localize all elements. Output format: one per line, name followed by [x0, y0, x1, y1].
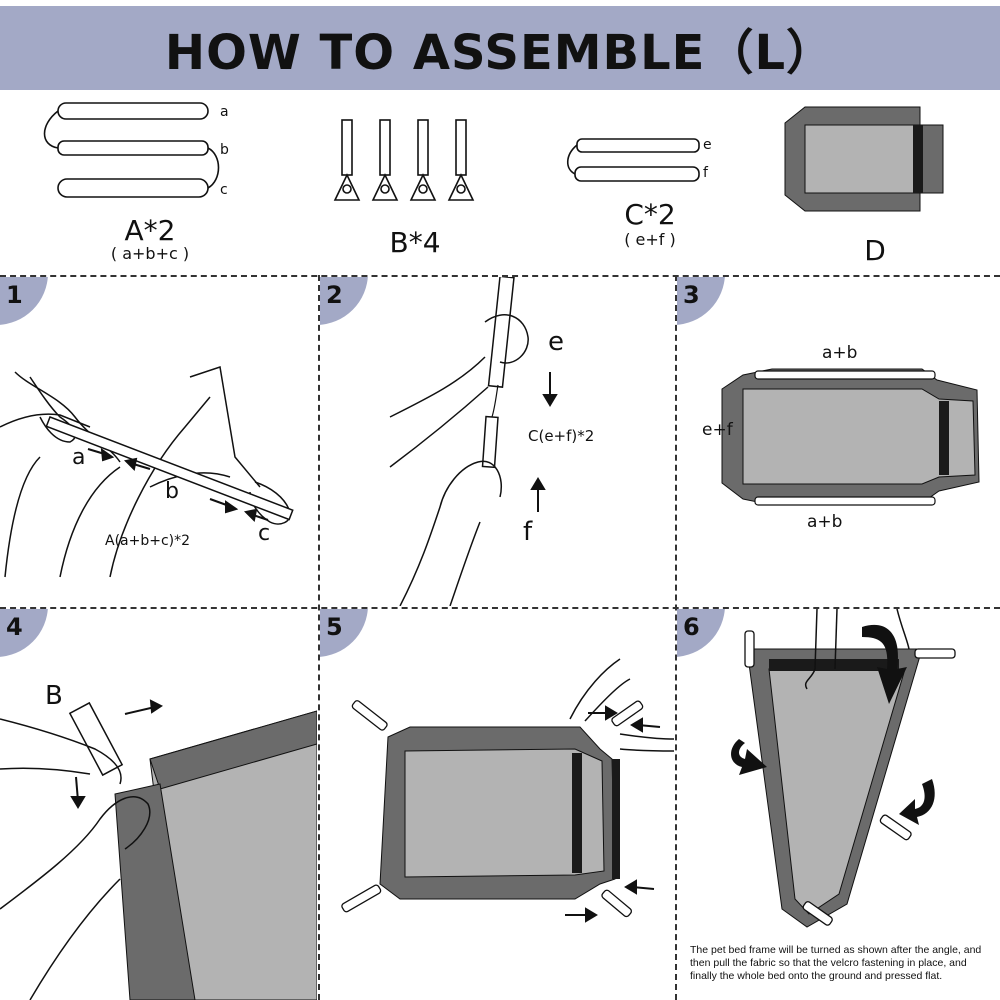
title-banner: HOW TO ASSEMBLE（L） — [0, 6, 1000, 90]
step-number: 6 — [683, 613, 700, 641]
label-b-connector: B — [45, 681, 63, 711]
step-3-illustration — [721, 368, 980, 506]
step-number: 5 — [326, 613, 343, 641]
label-left: e+f — [702, 420, 733, 440]
step-3-panel: 3 a+b e+f a+b — [677, 277, 1000, 606]
step-4-panel: 4 B — [0, 609, 317, 1000]
step-4-illustration — [0, 699, 317, 1000]
part-a-sublabel: ( a+b+c ) — [110, 244, 190, 263]
step-1-illustration — [0, 366, 294, 578]
step-1-panel: 1 a b c A(a+b+c)*2 — [0, 277, 317, 606]
part-c-drawing — [566, 138, 700, 182]
part-c-sublabel: ( e+f ) — [624, 230, 676, 249]
label-f: f — [523, 517, 533, 547]
step-5-panel: 5 — [320, 609, 674, 1000]
step-6-illustration — [731, 609, 956, 928]
label-c: c — [258, 521, 271, 546]
part-b-label: B*4 — [389, 226, 441, 259]
label-bottom: a+b — [807, 512, 843, 532]
pipe-label-f: f — [703, 165, 708, 181]
divider — [0, 275, 1000, 277]
part-a-label: A*2 — [124, 214, 176, 247]
pipe-label-b: b — [220, 142, 229, 158]
part-b-drawing — [333, 119, 475, 201]
part-d-drawing — [784, 106, 944, 212]
label-e: e — [548, 327, 564, 357]
step-5-illustration — [341, 658, 674, 923]
divider — [675, 275, 677, 1000]
part-a-drawing — [43, 102, 220, 198]
step-number: 4 — [6, 613, 23, 641]
pipe-label-c: c — [220, 182, 228, 198]
step-2-panel: 2 e C(e+f)*2 f — [320, 277, 674, 606]
label-a: a — [72, 445, 86, 470]
part-c-label: C*2 — [624, 198, 676, 231]
step-6-note: The pet bed frame will be turned as show… — [690, 944, 982, 982]
part-d-label: D — [864, 234, 886, 267]
page-title: HOW TO ASSEMBLE（L） — [164, 25, 836, 81]
step-2-formula: C(e+f)*2 — [528, 427, 595, 445]
step-number: 1 — [6, 281, 23, 309]
divider — [318, 275, 320, 1000]
step-2-illustration — [389, 277, 558, 606]
label-b: b — [165, 479, 179, 504]
label-top: a+b — [822, 343, 858, 363]
pipe-label-a: a — [220, 104, 229, 120]
step-1-formula: A(a+b+c)*2 — [105, 533, 191, 549]
step-number: 3 — [683, 281, 700, 309]
step-number: 2 — [326, 281, 343, 309]
step-6-panel: 6 — [677, 609, 1000, 1000]
divider — [0, 607, 1000, 609]
pipe-label-e: e — [703, 137, 712, 153]
